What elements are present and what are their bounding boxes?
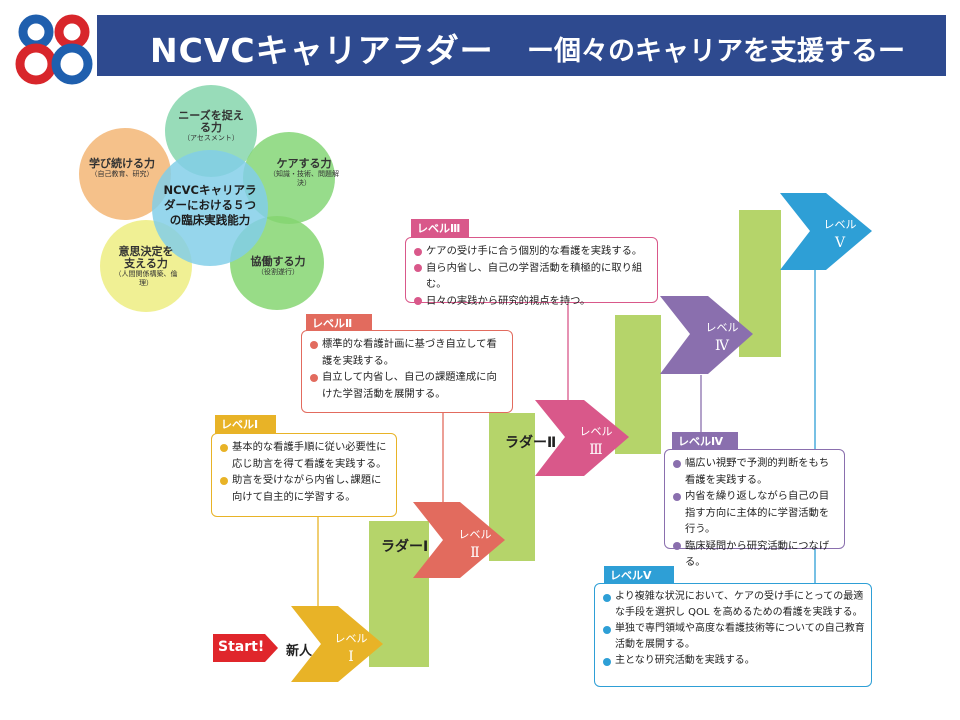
header-bar: [97, 15, 946, 76]
level2-item: 標準的な看護計画に基づき自立して看護を実践する。: [310, 336, 506, 369]
level4-item: 幅広い視野で予測的判断をもち看護を実践する。: [673, 455, 838, 488]
page-title: NCVCキャリアラダー: [150, 31, 494, 70]
chevron-level1: [291, 606, 383, 682]
level3-item: 自ら内省し、自己の学習活動を積極的に取り組む。: [414, 260, 651, 293]
circle-needs: [165, 85, 257, 177]
stair-4: [739, 210, 781, 357]
level4-item: 臨床疑問から研究活動につなげる。: [673, 538, 838, 571]
level1-item: 助言を受けながら内省し､課題に向けて自主的に学習する。: [220, 472, 390, 505]
level2-box: 標準的な看護計画に基づき自立して看護を実践する。 自立して内省し、自己の課題達成…: [301, 330, 513, 413]
competency-learning: 学び続ける力 （自己教育、研究）: [89, 157, 155, 179]
level4-box: 幅広い視野で予測的判断をもち看護を実践する。 内省を繰り返しながら自己の目指す方…: [664, 449, 845, 568]
chevron-level3: [535, 400, 629, 476]
stair-1: [369, 521, 429, 667]
competency-decision: 意思決定を支える力 （人間関係構築、倫理）: [114, 245, 178, 288]
new-nurse-label: 新人: [286, 644, 313, 659]
level5-item: 主となり研究活動を実践する。: [603, 653, 865, 669]
circle-center: [152, 150, 268, 266]
level3-item: 日々の実践から研究的視点を持つ。: [414, 293, 651, 310]
ladder2-label: ラダーⅡ: [505, 435, 557, 451]
start-label: Start!: [218, 639, 265, 655]
chevron-level4: [660, 296, 753, 374]
level3-item: ケアの受け手に合う個別的な看護を実践する。: [414, 243, 651, 260]
level5-item: より複雑な状況において、ケアの受け手にとっての最適な手段を選択し QOL を高め…: [603, 589, 865, 621]
competency-circles: [79, 85, 335, 312]
level-chevrons: [291, 193, 872, 682]
level5-item: 単独で専門領域や高度な看護技術等についての自己教育活動を展開する。: [603, 621, 865, 653]
88-logo-icon: [15, 14, 93, 85]
chevron-level5: [780, 193, 872, 270]
level4-item: 内省を繰り返しながら自己の目指す方向に主体的に学習活動を行う。: [673, 488, 838, 538]
stair-3: [615, 315, 661, 454]
level1-item: 基本的な看護手順に従い必要性に応じ助言を得て看護を実践する。: [220, 439, 390, 472]
competency-care: ケアする力 （知識・技術、問題解決）: [269, 157, 339, 188]
level3-box: ケアの受け手に合う個別的な看護を実践する。 自ら内省し、自己の学習活動を積極的に…: [405, 237, 658, 307]
competency-needs: ニーズを捉える力 （アセスメント）: [178, 109, 244, 143]
competency-center-label: NCVCキャリアラダーにおける５つの臨床実践能力: [163, 183, 257, 227]
level4-tag: レベルⅣ: [672, 432, 738, 451]
page-subtitle: ー個々のキャリアを支援するー: [527, 36, 905, 67]
level5-box: より複雑な状況において、ケアの受け手にとっての最適な手段を選択し QOL を高め…: [594, 583, 872, 687]
ladder-stairs: [369, 210, 781, 667]
circle-learning: [79, 128, 171, 220]
level2-tag: レベルⅡ: [306, 314, 372, 333]
level3-tag: レベルⅢ: [411, 219, 469, 238]
level1-tag: レベルⅠ: [215, 415, 276, 434]
ladder1-label: ラダーⅠ: [381, 539, 429, 555]
level5-tag: レベルⅤ: [604, 566, 674, 585]
stair-2: [489, 413, 535, 561]
level2-item: 自立して内省し、自己の課題達成に向けた学習活動を展開する。: [310, 369, 506, 402]
competency-collab: 協働する力 （役割遂行）: [250, 255, 306, 277]
start-arrow: [213, 634, 278, 662]
chevron-level2: [413, 502, 505, 578]
level1-box: 基本的な看護手順に従い必要性に応じ助言を得て看護を実践する。 助言を受けながら内…: [211, 433, 397, 517]
